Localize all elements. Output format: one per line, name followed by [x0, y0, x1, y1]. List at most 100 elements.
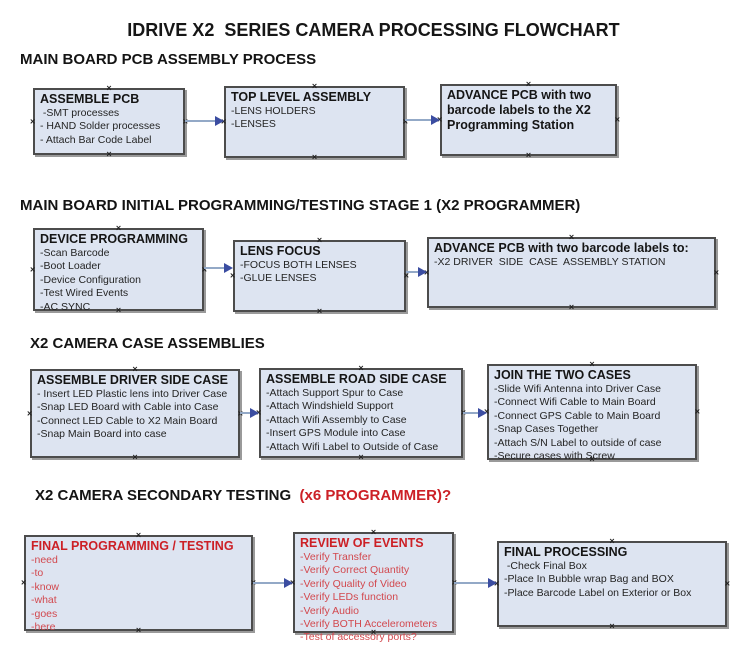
anchor-handle-icon: × — [568, 302, 575, 312]
box-title: LENS FOCUS — [240, 244, 321, 258]
anchor-handle-icon: × — [614, 114, 620, 125]
arrow-line — [185, 120, 217, 122]
box-title: FINAL PROCESSING — [504, 545, 628, 559]
box-title: TOP LEVEL ASSEMBLY — [231, 90, 372, 104]
arrowhead-icon — [431, 115, 440, 125]
arrowhead-icon — [418, 267, 427, 277]
anchor-handle-icon: × — [589, 359, 595, 369]
anchor-handle-icon: × — [106, 83, 112, 93]
anchor-handle-icon: × — [525, 150, 532, 160]
box-title: DEVICE PROGRAMMING — [40, 232, 188, 246]
anchor-handle-icon: × — [115, 305, 122, 315]
box-item: -Scan Barcode — [40, 247, 110, 259]
box-item: -here — [31, 621, 56, 634]
flow-box-lens-focus: LENS FOCUS -FOCUS BOTH LENSES -GLUE LENS… — [230, 236, 409, 316]
box-title: ADVANCE PCB with two barcode labels to: — [434, 241, 689, 255]
section-header-pcb-assembly: MAIN BOARD PCB ASSEMBLY PROCESS — [20, 51, 317, 68]
arrowhead-icon — [284, 578, 293, 588]
flow-box-assemble-pcb: ASSEMBLE PCB -SMT processes - HAND Solde… — [30, 84, 188, 159]
arrow-line — [253, 582, 286, 584]
box-item: -Place Barcode Label on Exterior or Box — [504, 586, 692, 599]
flow-arrow — [406, 267, 427, 277]
box-title: ASSEMBLE PCB — [40, 92, 140, 106]
box-item: -goes — [31, 607, 58, 620]
anchor-handle-icon: × — [525, 79, 532, 89]
anchor-handle-icon: × — [609, 536, 615, 546]
flow-box-review-of-events: REVIEW OF EVENTS -Verify Transfer -Verif… — [290, 528, 457, 644]
box-title: ADVANCE PCB with two barcode labels to t… — [447, 88, 592, 132]
anchor-handle-icon: × — [21, 577, 27, 588]
flow-box-final-programming-testing: FINAL PROGRAMMING / TESTING -need -to -k… — [21, 531, 256, 635]
box-item: -Snap Main Board into case — [37, 428, 167, 441]
anchor-handle-icon: × — [609, 621, 615, 631]
flow-box-join-the-two-cases: JOIN THE TWO CASES -Slide Wifi Antenna i… — [484, 360, 700, 464]
anchor-handle-icon: × — [316, 306, 323, 316]
box-item: -Attach Wifi Label to Outside of Case — [266, 440, 439, 453]
anchor-handle-icon: × — [694, 406, 700, 417]
box-item: -GLUE LENSES — [240, 272, 317, 285]
anchor-handle-icon: × — [135, 625, 142, 635]
flow-box-final-processing: FINAL PROCESSING -Check Final Box -Place… — [494, 537, 730, 631]
arrow-line — [405, 119, 433, 121]
arrowhead-icon — [488, 578, 497, 588]
anchor-handle-icon: × — [713, 267, 719, 277]
arrow-line — [463, 412, 480, 414]
box-title: FINAL PROGRAMMING / TESTING — [31, 539, 234, 553]
box-item: -Verify Audio — [300, 604, 359, 617]
box-item: -Slide Wifi Antenna into Driver Case — [494, 383, 661, 395]
anchor-handle-icon: × — [201, 264, 207, 274]
box-item: -Verify Correct Quantity — [300, 564, 410, 577]
box-title: JOIN THE TWO CASES — [494, 368, 631, 382]
box-item: -Test of accessory ports? — [300, 631, 417, 644]
flow-arrow — [185, 116, 224, 126]
anchor-handle-icon: × — [724, 578, 730, 589]
anchor-handle-icon: × — [106, 149, 112, 159]
anchor-handle-icon: × — [358, 363, 364, 373]
anchor-handle-icon: × — [370, 527, 377, 537]
flow-arrow — [240, 408, 259, 418]
box-item: -X2 DRIVER SIDE CASE ASSEMBLY STATION — [434, 256, 666, 268]
arrowhead-icon — [215, 116, 224, 126]
flow-box-top-level-assembly: TOP LEVEL ASSEMBLY -LENS HOLDERS -LENSES… — [221, 82, 408, 162]
box-item: -Attach Wifi Assembly to Case — [266, 413, 407, 426]
box-item: -to — [31, 567, 44, 580]
anchor-handle-icon: × — [132, 452, 138, 462]
box-item: -Device Configuration — [40, 273, 141, 286]
anchor-handle-icon: × — [452, 578, 457, 587]
anchor-handle-icon: × — [402, 116, 408, 127]
box-item: -Snap LED Board with Cable into Case — [37, 401, 219, 414]
anchor-handle-icon: × — [568, 232, 575, 242]
box-item: -Attach Windshield Support — [266, 400, 394, 413]
anchor-handle-icon: × — [403, 270, 409, 281]
page-title: IDRIVE X2 SERIES CAMERA PROCESSING FLOWC… — [127, 20, 620, 40]
flow-box-assemble-driver-side-case: ASSEMBLE DRIVER SIDE CASE - Insert LED P… — [27, 365, 243, 462]
box-item: -Test Wired Events — [40, 287, 129, 300]
box-item: -Connect Wifi Cable to Main Board — [494, 396, 656, 409]
anchor-handle-icon: × — [115, 223, 122, 233]
section-header-case-assemblies: X2 CAMERA CASE ASSEMBLIES — [30, 335, 265, 352]
box-item: -Attach Support Spur to Case — [266, 387, 404, 399]
box-item: -Attach S/N Label to outside of case — [494, 436, 662, 449]
flow-arrow — [454, 578, 497, 588]
box-title: REVIEW OF EVENTS — [300, 536, 424, 550]
flow-arrow — [405, 115, 440, 125]
flow-arrow — [253, 578, 293, 588]
anchor-handle-icon: × — [316, 235, 323, 245]
arrow-line — [454, 582, 490, 584]
flow-box-assemble-road-side-case: ASSEMBLE ROAD SIDE CASE -Attach Support … — [256, 364, 466, 462]
arrowhead-icon — [478, 408, 487, 418]
section-header-initial-programming: MAIN BOARD INITIAL PROGRAMMING/TESTING S… — [20, 197, 581, 214]
box-item: -LENS HOLDERS — [231, 105, 316, 117]
box-item: -Check Final Box — [504, 560, 587, 572]
box-item: -AC SYNC — [40, 300, 91, 313]
box-item: -Secure cases with Screw — [494, 450, 615, 463]
box-item: -Boot Loader — [40, 260, 101, 273]
box-item: -SMT processes — [40, 107, 120, 119]
box-item: -need — [31, 554, 58, 566]
flow-box-advance-pcb-programming-station: ADVANCE PCB with two barcode labels to t… — [437, 80, 620, 160]
section-header-red-part: (x6 PROGRAMMER)? — [295, 487, 452, 504]
arrowhead-icon — [224, 263, 233, 273]
box-item: -know — [31, 580, 60, 593]
box-item: -Insert GPS Module into Case — [266, 427, 406, 440]
arrowhead-icon — [250, 408, 259, 418]
